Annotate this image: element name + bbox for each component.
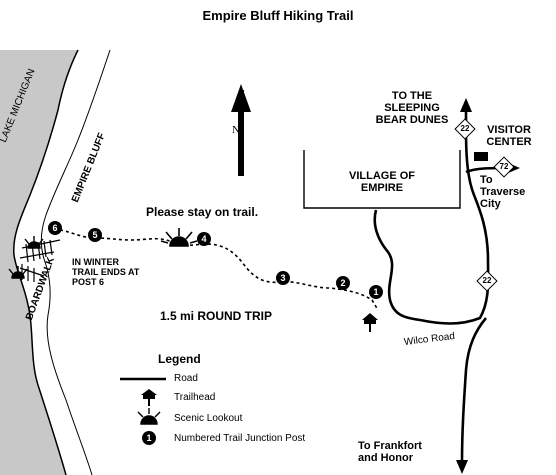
trailhead-icon	[141, 389, 157, 406]
village-label: VILLAGE OF EMPIRE	[349, 170, 415, 194]
winter-note: IN WINTER TRAIL ENDS AT POST 6	[72, 257, 140, 287]
round-trip-label: 1.5 mi ROUND TRIP	[160, 309, 273, 323]
scenic-lookout-icon	[160, 228, 198, 247]
route-shield-number: 22	[482, 276, 492, 285]
legend-trailhead: Trailhead	[174, 392, 216, 403]
sleeping-bear-label: TO THE SLEEPING BEAR DUNES	[375, 90, 449, 126]
scenic-lookout-icon	[8, 266, 28, 279]
scenic-lookout-icon	[137, 408, 161, 425]
bluff-edge	[40, 49, 111, 475]
stay-on-trail-note: Please stay on trail.	[146, 205, 259, 219]
frankfort-label: To Frankfort and Honor	[358, 440, 422, 464]
route-shield-22-south	[476, 270, 498, 292]
route-shield-number: 22	[460, 124, 470, 133]
legend-title: Legend	[158, 352, 201, 366]
junction-post-2: 2	[336, 276, 350, 290]
legend-road: Road	[174, 373, 198, 384]
route-shield-72	[493, 156, 515, 178]
roads	[373, 110, 509, 463]
junction-post-6: 6	[48, 221, 62, 235]
junction-post-1: 1	[369, 285, 383, 299]
village-boundary	[303, 150, 461, 209]
lake-michigan-area	[0, 50, 78, 475]
route-shield-22-north	[454, 118, 476, 140]
visitor-center-label: VISITOR CENTER	[486, 124, 532, 148]
north-label: N	[232, 124, 240, 136]
map-title: Empire Bluff Hiking Trail	[202, 8, 354, 23]
junction-post-icon: 1	[142, 431, 156, 445]
junction-post-4: 4	[197, 232, 211, 246]
junction-post-3: 3	[276, 271, 290, 285]
legend-junction-post: Numbered Trail Junction Post	[174, 433, 306, 444]
hiking-trail	[59, 229, 379, 311]
scenic-lookout-icon	[24, 236, 44, 249]
legend-scenic-lookout: Scenic Lookout	[174, 413, 243, 424]
route-shield-number: 72	[499, 162, 509, 171]
shoreline	[13, 49, 79, 475]
north-arrow-icon	[231, 84, 251, 176]
road-arrow-north	[460, 98, 472, 112]
visitor-center-building	[474, 152, 488, 161]
trailhead-icon	[362, 313, 378, 332]
boardwalk-structure	[19, 239, 61, 282]
road-arrow-south	[456, 460, 468, 474]
traverse-city-label: To Traverse City	[480, 174, 526, 210]
junction-post-5: 5	[88, 228, 102, 242]
